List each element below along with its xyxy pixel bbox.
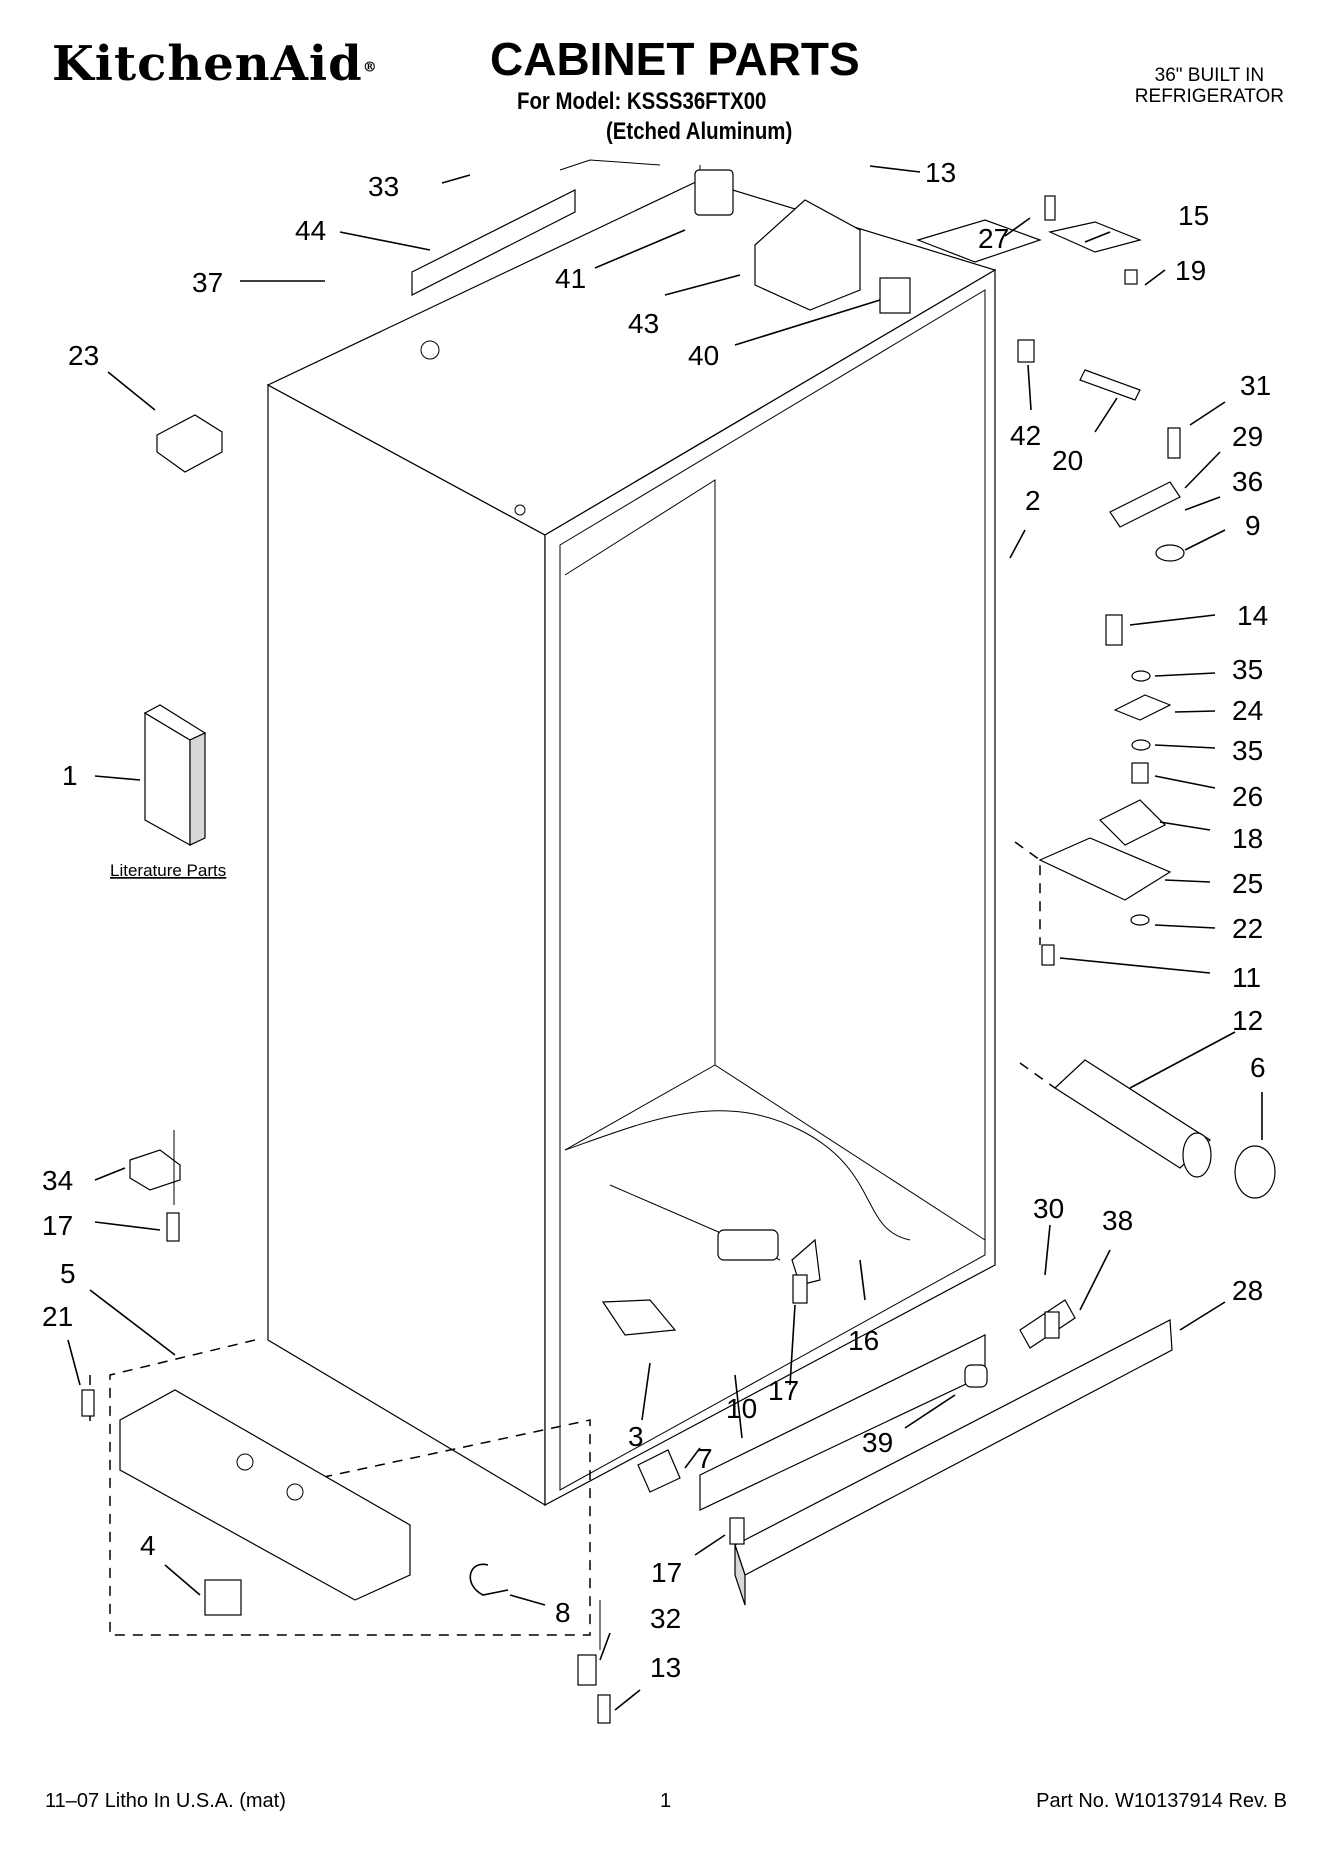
callout-8: 8 (555, 1597, 571, 1628)
callout-27: 27 (978, 223, 1009, 254)
part-23 (156, 414, 223, 473)
callout-34: 34 (42, 1165, 73, 1196)
water-filter (1019, 1059, 1276, 1199)
product-line-2: REFRIGERATOR (1134, 85, 1284, 107)
callout-6: 6 (1250, 1052, 1266, 1083)
leader-lines (67, 165, 1263, 1711)
page-title: CABINET PARTS (490, 33, 860, 85)
callout-19: 19 (1175, 255, 1206, 286)
base-frame (81, 1339, 591, 1636)
callout-12: 12 (1232, 1005, 1263, 1036)
callout-14: 14 (1237, 600, 1268, 631)
bracket-44 (411, 189, 576, 296)
literature-parts-label: Literature Parts (110, 861, 226, 880)
callout-10: 10 (726, 1393, 757, 1424)
callout-32: 32 (650, 1603, 681, 1634)
callout-18: 18 (1232, 823, 1263, 854)
callout-3: 3 (628, 1421, 644, 1452)
callout-15: 15 (1178, 200, 1209, 231)
callout-labels: 33 44 37 23 41 43 40 13 27 15 19 42 20 3… (42, 157, 1271, 1683)
brand-name: KitchenAid (52, 36, 363, 92)
callout-22: 22 (1232, 913, 1263, 944)
callout-42: 42 (1010, 420, 1041, 451)
lower-hinge-assembly (1014, 614, 1172, 966)
callout-35-b: 35 (1232, 735, 1263, 766)
callout-11: 11 (1232, 962, 1261, 993)
callout-38: 38 (1102, 1205, 1133, 1236)
callout-25: 25 (1232, 868, 1263, 899)
callout-20: 20 (1052, 445, 1083, 476)
callout-26: 26 (1232, 781, 1263, 812)
finish-line: (Etched Aluminum) (606, 118, 793, 145)
callout-23: 23 (68, 340, 99, 371)
callout-33: 33 (368, 171, 399, 202)
callout-37: 37 (192, 267, 223, 298)
model-line: For Model: KSSS36FTX00 (517, 88, 767, 115)
callout-28: 28 (1232, 1275, 1263, 1306)
product-type: 36" BUILT IN REFRIGERATOR (1134, 65, 1284, 108)
callout-41: 41 (555, 263, 586, 294)
callout-1: 1 (62, 760, 78, 791)
footer-part-number: Part No. W10137914 Rev. B (1036, 1790, 1287, 1812)
callout-7: 7 (697, 1443, 713, 1474)
brand-logo: KitchenAid® (52, 36, 378, 92)
footer-litho: 11–07 Litho In U.S.A. (mat) (45, 1790, 286, 1812)
callout-31: 31 (1240, 370, 1271, 401)
callout-30: 30 (1033, 1193, 1064, 1224)
callout-16: 16 (848, 1325, 879, 1356)
callout-39: 39 (862, 1427, 893, 1458)
callout-35-a: 35 (1232, 654, 1263, 685)
top-brackets (694, 169, 1042, 314)
callout-2: 2 (1025, 485, 1041, 516)
top-hinge-assembly (1017, 195, 1185, 562)
product-line-1: 36" BUILT IN (1154, 65, 1265, 86)
callout-17-left: 17 (42, 1210, 73, 1241)
callout-43: 43 (628, 308, 659, 339)
callout-9: 9 (1245, 510, 1261, 541)
callout-17-bottom: 17 (651, 1557, 682, 1588)
callout-4: 4 (140, 1530, 156, 1561)
footer-page-number: 1 (660, 1790, 672, 1812)
callout-36: 36 (1232, 466, 1263, 497)
callout-5: 5 (60, 1258, 76, 1289)
callout-13-bottom: 13 (650, 1652, 681, 1683)
callout-44: 44 (295, 215, 326, 246)
bracket-32 (577, 1654, 597, 1686)
callout-24: 24 (1232, 695, 1263, 726)
callout-21: 21 (42, 1301, 73, 1332)
callout-13-top: 13 (925, 157, 956, 188)
bracket-34 (129, 1149, 181, 1191)
callout-40: 40 (688, 340, 719, 371)
callout-17-center: 17 (768, 1375, 799, 1406)
callout-29: 29 (1232, 421, 1263, 452)
front-grille (601, 1238, 1173, 1606)
